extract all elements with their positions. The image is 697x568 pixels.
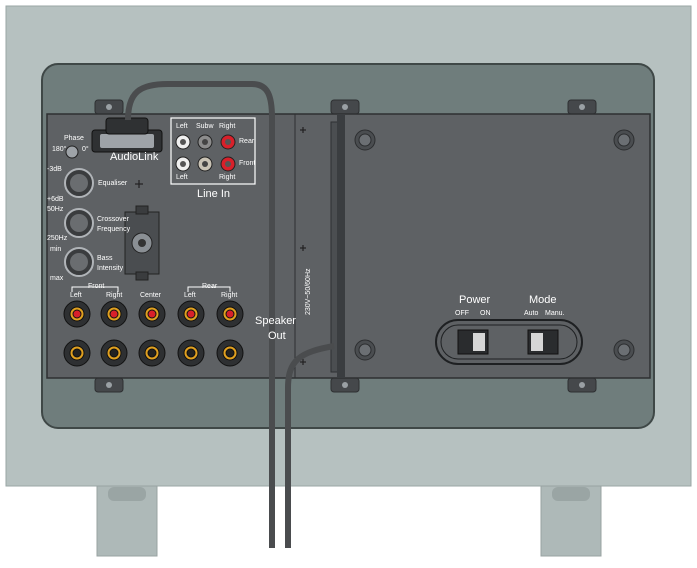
line-in-rear: Rear xyxy=(239,138,255,145)
mains-rating: 230V~50/60Hz xyxy=(305,268,312,315)
speaker-rear-group: Rear xyxy=(202,283,218,290)
line-in-title: Line In xyxy=(197,188,231,200)
phase-toggle[interactable] xyxy=(66,146,78,158)
binding-posts-top xyxy=(63,300,244,328)
equaliser-knob[interactable] xyxy=(65,169,93,197)
line-in-front: Front xyxy=(239,160,256,167)
bass-label-2: Intensity xyxy=(97,265,124,272)
line-in-box xyxy=(170,117,256,185)
line-in-top-left: Left xyxy=(176,123,188,130)
crossover-label-1: Crossover xyxy=(97,216,129,223)
speaker-col-left: Left xyxy=(70,292,82,299)
speaker-front-group: Front xyxy=(88,283,105,290)
power-off-label: OFF xyxy=(455,310,469,317)
power-label: Power xyxy=(459,294,491,306)
left-foot xyxy=(96,485,158,557)
mode-label: Mode xyxy=(529,294,557,306)
speaker-col-rear-right: Right xyxy=(221,292,238,299)
crossover-max-label: 250Hz xyxy=(47,235,68,242)
phase-label: Phase xyxy=(64,135,84,142)
phase-0-label: 0° xyxy=(82,146,89,153)
right-foot xyxy=(540,485,602,557)
switch-module xyxy=(435,319,583,365)
power-on-label: ON xyxy=(480,310,491,317)
binding-posts-bottom xyxy=(63,339,244,367)
power-switch[interactable] xyxy=(458,330,488,354)
line-in-top-subw: Subw xyxy=(196,123,214,130)
mode-auto-label: Auto xyxy=(524,310,539,317)
bass-knob[interactable] xyxy=(65,248,93,276)
crossover-knob[interactable] xyxy=(65,209,93,237)
crossover-label-2: Frequency xyxy=(97,226,131,233)
speaker-col-rear-left: Left xyxy=(184,292,196,299)
crossover-min-label: 50Hz xyxy=(47,206,64,213)
speaker-out-label-1: Speaker xyxy=(255,315,296,327)
line-in-top-right: Right xyxy=(219,123,236,130)
mode-manual-label: Manu. xyxy=(545,310,565,317)
speaker-out-label-2: Out xyxy=(268,330,286,342)
rca-jacks xyxy=(175,134,236,172)
audiolink-label: AudioLink xyxy=(110,151,159,163)
fuse-holder xyxy=(124,205,160,281)
speaker-col-right: Right xyxy=(106,292,123,299)
speaker-col-center: Center xyxy=(140,292,162,299)
bass-label-1: Bass xyxy=(97,255,113,262)
line-in-bottom-right: Right xyxy=(219,174,236,181)
heatsink-bar xyxy=(330,114,345,378)
bass-min-label: min xyxy=(50,246,62,253)
line-in-bottom-left: Left xyxy=(176,174,188,181)
phase-180-label: 180° xyxy=(52,146,67,153)
phase-button xyxy=(65,145,79,159)
bass-max-label: max xyxy=(50,275,64,282)
equaliser-max-label: +6dB xyxy=(47,196,64,203)
equaliser-label: Equaliser xyxy=(98,180,128,187)
cables xyxy=(125,81,335,548)
equaliser-min-label: -3dB xyxy=(47,166,62,173)
mode-switch[interactable] xyxy=(528,330,558,354)
